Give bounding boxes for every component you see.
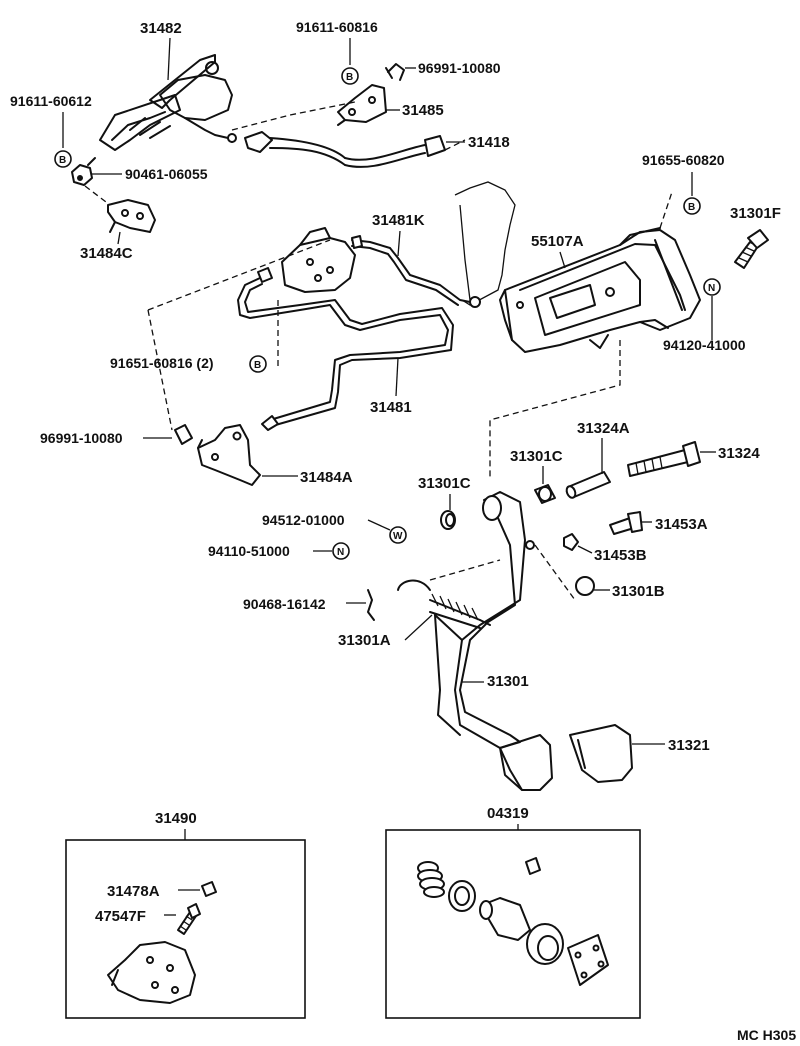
label-31418: 31418 xyxy=(468,134,510,151)
clip-96991-10080-top xyxy=(385,63,405,81)
label-31453B: 31453B xyxy=(594,547,647,564)
label-47547F: 47547F xyxy=(95,908,146,925)
svg-text:B: B xyxy=(254,360,261,371)
label-31490: 31490 xyxy=(155,810,197,827)
svg-text:B: B xyxy=(346,72,353,83)
label-31301B: 31301B xyxy=(612,583,665,600)
pin-31324A xyxy=(565,471,611,499)
washer-w-symbol: W xyxy=(389,526,407,544)
label-31481: 31481 xyxy=(370,399,412,416)
kit-box-31490 xyxy=(65,839,306,1019)
label-31482: 31482 xyxy=(140,20,182,37)
clutch-hose-31418 xyxy=(244,131,446,168)
label-94512-01000: 94512-01000 xyxy=(262,512,345,528)
bolt-b-symbol-mid: B xyxy=(249,355,267,373)
nut-n-symbol-left: N xyxy=(332,542,350,560)
svg-text:W: W xyxy=(393,531,403,542)
pedal-support-bracket-55107A xyxy=(454,181,701,353)
label-31453A: 31453A xyxy=(655,516,708,533)
clip-90468-16142 xyxy=(367,589,375,621)
label-31301: 31301 xyxy=(487,673,529,690)
return-spring-31301A xyxy=(397,579,491,629)
label-94110-51000: 94110-51000 xyxy=(208,543,290,559)
label-91611-60816: 91611-60816 xyxy=(296,19,378,35)
kit-box-04319 xyxy=(385,829,641,1019)
svg-text:N: N xyxy=(708,283,715,294)
bracket-31485 xyxy=(337,84,387,126)
label-31301F: 31301F xyxy=(730,205,781,222)
clutch-pedal-arm-31301 xyxy=(434,491,535,749)
boot-kit-04319 xyxy=(526,923,564,965)
label-94120-41000: 94120-41000 xyxy=(663,337,746,353)
label-90461-06055: 90461-06055 xyxy=(125,166,208,182)
bracket-31484C xyxy=(107,199,156,233)
label-96991-10080-top: 96991-10080 xyxy=(418,60,501,76)
stopper-31301B xyxy=(575,576,595,596)
label-31301C-a: 31301C xyxy=(510,448,563,465)
bolt-31324 xyxy=(627,441,701,477)
plate-kit-04319 xyxy=(567,934,609,986)
clutch-pipe-31481K xyxy=(237,235,481,431)
bolt-b-symbol-left: B xyxy=(54,150,72,168)
pedal-pad xyxy=(499,734,553,791)
label-91651-60816: 91651-60816 (2) xyxy=(110,355,214,371)
label-04319: 04319 xyxy=(487,805,529,822)
nipple-kit-04319 xyxy=(525,857,541,875)
nut-31453B xyxy=(563,533,579,551)
bolt-b-symbol-top: B xyxy=(341,67,359,85)
label-31484A: 31484A xyxy=(300,469,353,486)
label-31301C-b: 31301C xyxy=(418,475,471,492)
pedal-pad-cover-31321 xyxy=(569,724,633,783)
svg-text:N: N xyxy=(337,547,344,558)
master-cylinder-bracket-31482 xyxy=(99,54,237,151)
label-31485: 31485 xyxy=(402,102,444,119)
svg-text:B: B xyxy=(688,202,695,213)
bolt-b-symbol-right: B xyxy=(683,197,701,215)
screw-31453A xyxy=(609,511,643,535)
screw-31478A xyxy=(201,881,217,897)
label-31324A: 31324A xyxy=(577,420,630,437)
piston-kit-04319 xyxy=(479,897,531,941)
svg-text:B: B xyxy=(59,155,66,166)
clip-90461-06055 xyxy=(71,157,96,186)
bolt-31301F xyxy=(734,229,769,269)
label-31301A: 31301A xyxy=(338,632,391,649)
bracket-31484A xyxy=(197,424,261,486)
figure-code: MC H305 xyxy=(737,1027,796,1043)
label-91611-60612: 91611-60612 xyxy=(10,93,92,109)
label-31324: 31324 xyxy=(718,445,760,462)
label-31478A: 31478A xyxy=(107,883,160,900)
bushing-31301C-a xyxy=(534,484,556,504)
bushing-31301C-b xyxy=(440,510,456,530)
pipe-bracket-31481K xyxy=(281,227,356,293)
label-55107A: 55107A xyxy=(531,233,584,250)
label-90468-16142: 90468-16142 xyxy=(243,596,326,612)
label-31481K: 31481K xyxy=(372,212,425,229)
label-96991-10080-mid: 96991-10080 xyxy=(40,430,123,446)
label-31321: 31321 xyxy=(668,737,710,754)
seal-kit-04319 xyxy=(448,880,476,912)
nut-n-symbol-right: N xyxy=(703,278,721,296)
bracket-kit-31490 xyxy=(107,941,196,1004)
label-91655-60820: 91655-60820 xyxy=(642,152,725,168)
adjuster-47547F xyxy=(177,903,201,935)
label-31484C: 31484C xyxy=(80,245,133,262)
clip-96991-10080-mid xyxy=(174,424,193,445)
spring-kit-04319 xyxy=(417,861,445,898)
